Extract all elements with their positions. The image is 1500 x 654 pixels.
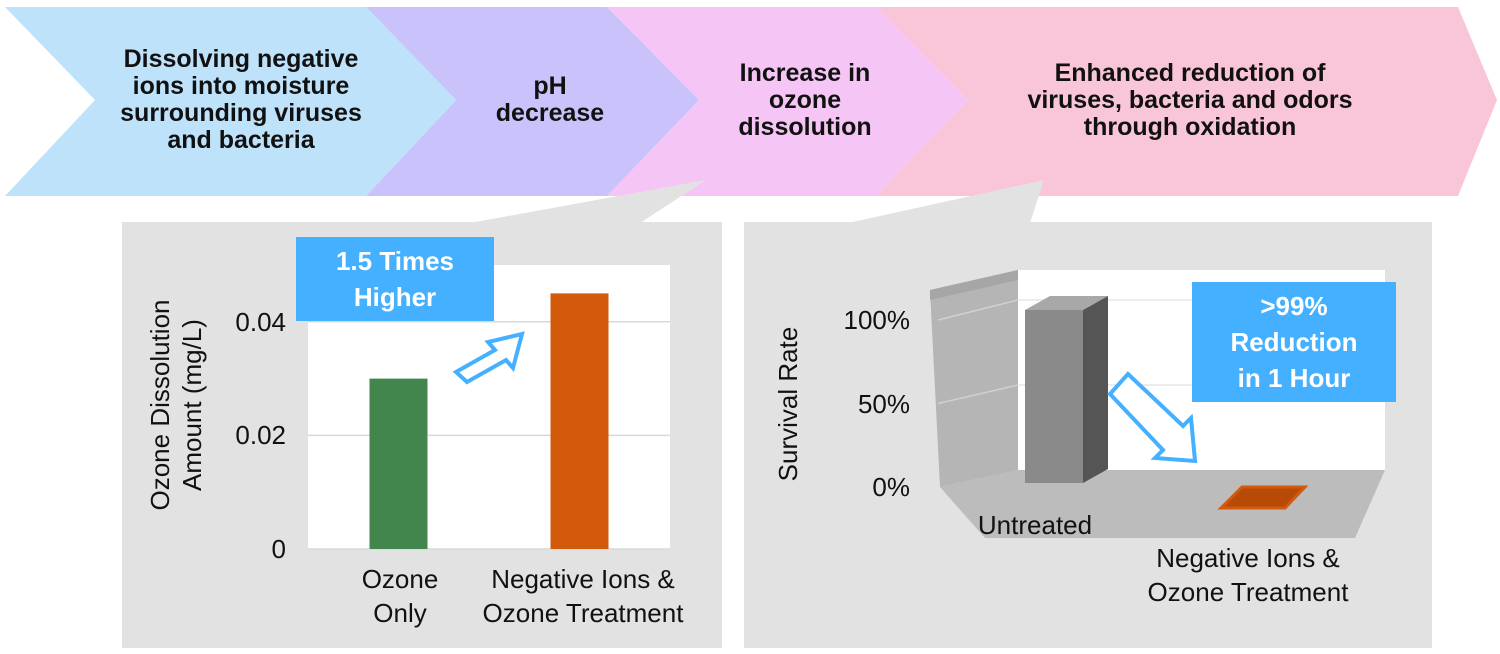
c2-bar-top — [1025, 296, 1108, 310]
step-3-label: Increase in ozone dissolution — [738, 58, 872, 141]
c2-bar — [1217, 485, 1309, 510]
c1-category-label: Ozone Only — [361, 564, 439, 628]
c2-category-label: Untreated — [977, 510, 1093, 540]
c1-y-tick-label: 0.04 — [235, 306, 286, 337]
side-wall — [930, 270, 1018, 487]
c2-y-tick-label: 50% — [857, 388, 910, 419]
callout-times-higher: 1.5 Times Higher — [296, 237, 494, 321]
c2-gridline — [937, 299, 1019, 321]
c2-gridline — [937, 384, 1019, 405]
step-3-arrow — [607, 7, 968, 196]
left-panel-pointer — [470, 180, 706, 223]
increase-arrow-icon — [452, 331, 525, 385]
c2-y-tick-label: 100% — [843, 305, 911, 335]
step-1-arrow — [5, 7, 456, 196]
reduction-arrow-icon — [1107, 371, 1198, 464]
c2-bar — [1025, 310, 1083, 483]
c2-y-tick-label: 0% — [872, 472, 910, 502]
step-1-label: Dissolving negative ions into moisture s… — [120, 45, 362, 154]
callout-reduction: >99% Reduction in 1 Hour — [1192, 282, 1396, 402]
c1-bar — [550, 293, 609, 549]
step-4-label: Enhanced reduction of viruses, bacteria … — [1027, 58, 1353, 141]
right-panel-pointer — [848, 180, 1044, 223]
c1-category-label: Negative Ions & Ozone Treatment — [482, 564, 684, 628]
step-2-arrow — [366, 7, 699, 196]
c2-bar-side — [1083, 296, 1108, 483]
c1-y-tick-label: 0.02 — [235, 420, 286, 451]
step-2-label: pH decrease — [495, 72, 605, 127]
step-4-arrow — [876, 7, 1497, 196]
side-wall-top — [930, 270, 1018, 300]
c1-bar — [369, 378, 428, 549]
c2-category-label: Negative Ions & Ozone Treatment — [1147, 543, 1349, 607]
process-flow — [5, 7, 1497, 196]
c1-y-tick-label: 0 — [271, 534, 286, 564]
